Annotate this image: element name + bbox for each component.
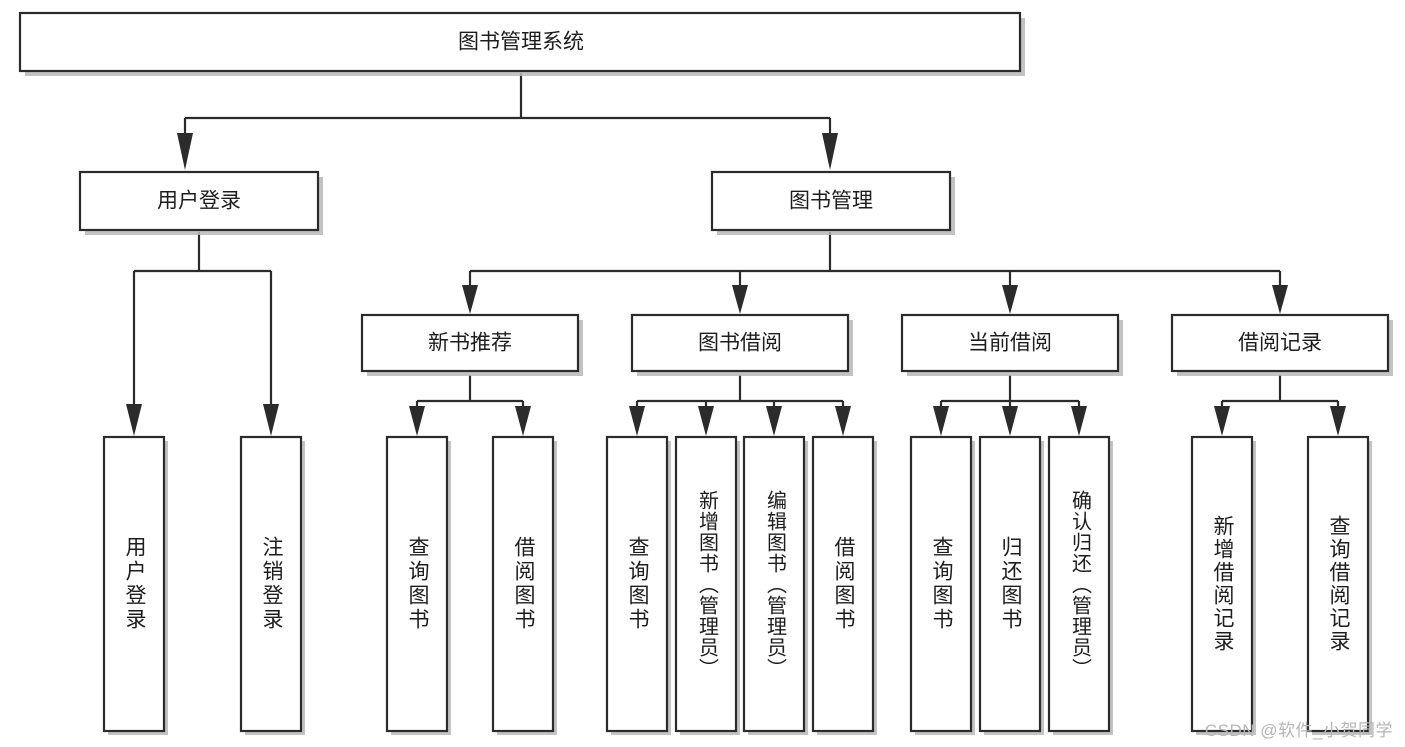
leaf-query-record-label-wrap: 查询借阅记录 [1308,437,1368,731]
arrow-leaf-confirm-return [1071,406,1087,436]
arrow-leaf-query-record [1330,406,1346,436]
leaf-add-book-label: 新增图书（管理员） [695,489,718,679]
leaf-query-book-1-label-wrap: 查询图书 [387,437,447,731]
arrow-leaf-edit-book [766,406,782,436]
user-login-label: 用户登录 [157,190,241,213]
leaf-query-book-3-label: 查询图书 [930,536,954,632]
arrow-book-borrow [732,285,748,314]
arrow-borrow-record [1272,285,1288,314]
leaf-add-book-label-wrap: 新增图书（管理员） [676,437,736,731]
arrow-leaf-query-book-1 [409,406,425,436]
arrow-leaf-add-book [698,406,714,436]
arrow-book-manage [822,133,838,170]
node-book-manage-box[interactable] [710,170,952,232]
leaf-edit-book-label-wrap: 编辑图书（管理员） [744,437,804,731]
leaf-return-book-label-wrap: 归还图书 [980,437,1040,731]
leaf-query-book-3-label-wrap: 查询图书 [911,437,971,731]
book-borrow-label: 图书借阅 [698,332,782,355]
leaf-borrow-book-1-label: 借阅图书 [512,536,536,632]
node-leaf-query-book-3-box[interactable] [909,435,973,733]
arrow-current-borrow [1002,285,1018,314]
leaf-edit-book-label: 编辑图书（管理员） [763,489,786,679]
node-root-box[interactable] [18,11,1022,73]
book-manage-label: 图书管理 [789,190,873,213]
leaf-query-record-label: 查询借阅记录 [1327,515,1351,653]
node-leaf-logout-login-box[interactable] [239,435,303,733]
node-current-borrow-box[interactable] [900,313,1120,373]
node-leaf-query-book-2-box[interactable] [605,435,669,733]
leaf-confirm-return-label-wrap: 确认归还（管理员） [1049,437,1109,731]
node-layer [18,11,1393,735]
leaf-borrow-book-1-label-wrap: 借阅图书 [493,437,553,731]
leaf-query-book-1-label: 查询图书 [406,536,430,632]
horizontal-label-layer: 图书管理系统 用户登录 图书管理 新书推荐 图书借阅 当前借阅 借阅记录 [157,31,1322,355]
leaf-borrow-book-2-label: 借阅图书 [832,536,856,632]
current-borrow-label: 当前借阅 [968,332,1052,355]
leaf-logout-login-label: 注销登录 [260,536,284,632]
node-leaf-query-book-1-box[interactable] [385,435,449,733]
arrow-leaf-borrow-book-1 [515,406,531,436]
node-leaf-add-record-box[interactable] [1190,435,1254,733]
arrow-leaf-logout-login [263,404,279,436]
node-leaf-confirm-return-box[interactable] [1047,435,1111,733]
leaf-add-record-label: 新增借阅记录 [1211,515,1235,653]
root-label: 图书管理系统 [458,31,584,54]
leaf-query-book-2-label: 查询图书 [626,536,650,632]
node-leaf-add-book-box[interactable] [674,435,738,733]
arrow-new-book-rec [462,285,478,314]
borrow-record-label: 借阅记录 [1238,332,1322,355]
leaf-add-record-label-wrap: 新增借阅记录 [1192,437,1252,731]
new-book-rec-label: 新书推荐 [428,332,512,355]
leaf-confirm-return-label: 确认归还（管理员） [1068,489,1091,679]
arrow-leaf-return-book [1002,406,1018,436]
csdn-watermark: CSDN @软件_小贺同学 [1204,721,1393,740]
arrow-user-login [177,133,193,170]
node-borrow-record-box[interactable] [1170,313,1390,373]
arrow-leaf-query-book-2 [629,406,645,436]
arrow-leaf-borrow-book-2 [835,406,851,436]
arrow-leaf-user-login [126,404,142,436]
node-leaf-return-book-box[interactable] [978,435,1042,733]
arrow-leaf-query-book-3 [933,406,949,436]
node-user-login-box[interactable] [78,170,320,232]
leaf-user-login-label-wrap: 用户登录 [104,437,164,731]
arrow-leaf-add-record [1214,406,1230,436]
leaf-user-login-label: 用户登录 [123,536,147,632]
leaf-return-book-label: 归还图书 [999,536,1023,632]
leaf-borrow-book-2-label-wrap: 借阅图书 [813,437,873,731]
node-new-book-rec-box[interactable] [360,313,580,373]
node-leaf-query-record-box[interactable] [1306,435,1370,733]
node-leaf-edit-book-box[interactable] [742,435,806,733]
leaf-query-book-2-label-wrap: 查询图书 [607,437,667,731]
node-leaf-user-login-box[interactable] [102,435,166,733]
edge-layer [126,73,1346,436]
node-book-borrow-box[interactable] [630,313,850,373]
leaf-logout-login-label-wrap: 注销登录 [241,437,301,731]
node-leaf-borrow-book-1-box[interactable] [491,435,555,733]
node-leaf-borrow-book-2-box[interactable] [811,435,875,733]
